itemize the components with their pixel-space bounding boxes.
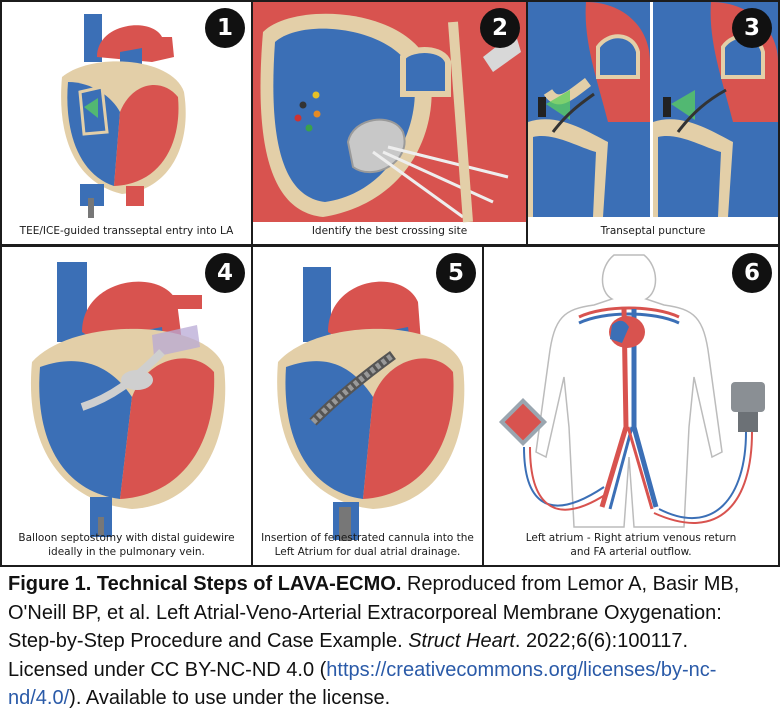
heart-illustration-4 (30, 262, 226, 537)
panel-5-caption: Insertion of fenestrated cannula into th… (261, 532, 474, 558)
license-link[interactable]: https://creativecommons.org/licenses/by-… (8, 658, 717, 710)
figure-caption: Figure 1. Technical Steps of LAVA-ECMO. … (8, 570, 772, 713)
step-badge-5: 5 (436, 253, 476, 293)
panel-6-caption: Left atrium - Right atrium venous return… (525, 532, 737, 558)
panel-1-caption: TEE/ICE-guided transseptal entry into LA (19, 225, 234, 237)
body-circuit-illustration-6 (498, 254, 765, 528)
puncture-closeup-left (528, 2, 650, 217)
panel-4: 4 Balloon septostomy with distal guidewi… (2, 247, 251, 565)
caption-title: Figure 1. Technical Steps of LAVA-ECMO. (8, 573, 402, 595)
caption-journal: Struct Heart (408, 630, 515, 652)
heart-closeup-illustration-2 (253, 2, 526, 223)
heart-illustration-1 (61, 14, 186, 218)
step-badge-3: 3 (732, 8, 772, 48)
panel-3-caption: Transeptal puncture (600, 225, 706, 237)
panel-1: 1 TEE/ICE-guided transseptal entry into … (2, 2, 251, 244)
caption-license-text: . 2022;6(6):100117. Licensed under CC BY… (8, 630, 689, 681)
panel-2: 2 Identify the best crossing site (253, 2, 526, 244)
panel-2-caption: Identify the best crossing site (311, 225, 468, 237)
panel-3: 3 Transeptal puncture (528, 2, 778, 244)
panel-5: 5 Insertion of fenestrated cannula into … (253, 247, 482, 565)
heart-illustration-5 (277, 267, 465, 541)
panel-4-caption: Balloon septostomy with distal guidewire… (18, 532, 235, 558)
step-badge-1: 1 (205, 8, 245, 48)
step-badge-4: 4 (205, 253, 245, 293)
panel-6: 6 Left atrium - Right atrium venous retu… (484, 247, 778, 565)
caption-citation-text: Reproduced from Lemor A, Basir MB, O'Nei… (8, 573, 740, 652)
step-badge-6: 6 (732, 253, 772, 293)
step-badge-2: 2 (480, 8, 520, 48)
caption-closing-text: ). Available to use under the license. (69, 687, 391, 709)
figure: 1 TEE/ICE-guided transseptal entry into … (0, 0, 780, 567)
